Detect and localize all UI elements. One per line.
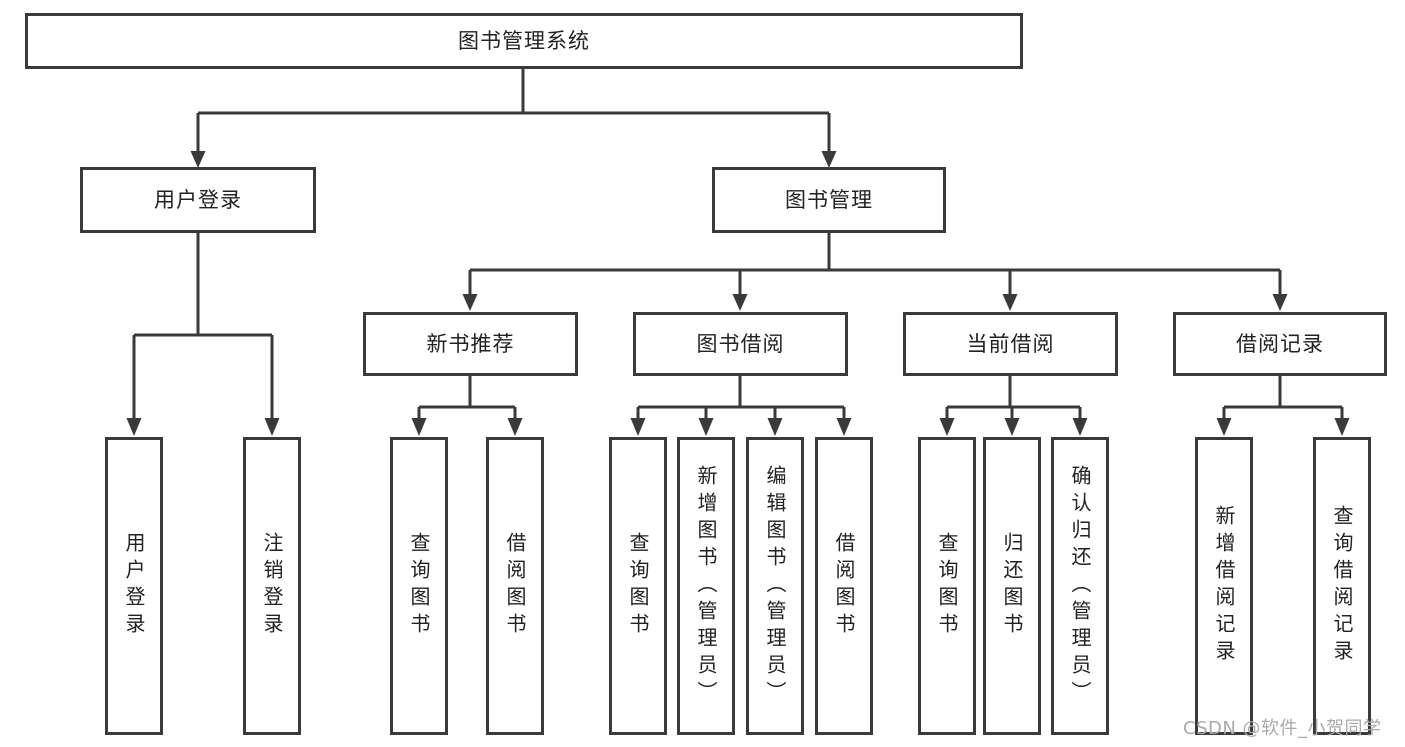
leaf-query-books-borrow: 查询图书 <box>609 437 667 735</box>
arrowhead <box>698 418 714 436</box>
arrowhead <box>939 418 955 436</box>
arrowhead-leaf-login <box>126 418 142 436</box>
leaf-query-borrow-record: 查询借阅记录 <box>1313 437 1371 735</box>
leaf-return-books: 归还图书 <box>983 437 1041 735</box>
arrowhead <box>836 418 852 436</box>
node-root-system: 图书管理系统 <box>25 13 1023 69</box>
node-borrow-records: 借阅记录 <box>1173 312 1387 376</box>
arrowhead <box>767 418 783 436</box>
csdn-watermark: CSDN @软件_小贺同学 <box>1183 718 1382 739</box>
arrowhead <box>1072 418 1088 436</box>
leaf-borrow-books: 借阅图书 <box>815 437 873 735</box>
node-current-borrow: 当前借阅 <box>903 312 1118 376</box>
arrowhead <box>630 418 646 436</box>
arrowhead <box>411 418 427 436</box>
arrowhead-book-mgmt <box>821 151 837 168</box>
wires-root-to-level2 <box>190 68 837 168</box>
arrowhead-book-borrow <box>732 294 748 311</box>
leaf-confirm-return-admin: 确认归还（管理员） <box>1051 437 1109 735</box>
wires-user-login-branch <box>126 233 280 436</box>
arrowhead <box>507 418 523 436</box>
arrowhead-leaf-logout <box>264 418 280 436</box>
wires-current-borrow-group <box>939 376 1088 436</box>
arrowhead-borrow-records <box>1272 294 1288 311</box>
node-book-borrow: 图书借阅 <box>633 312 848 376</box>
leaf-borrow-books-recommend: 借阅图书 <box>486 437 544 735</box>
node-user-login-branch: 用户登录 <box>80 167 316 233</box>
leaf-edit-books-admin: 编辑图书（管理员） <box>746 437 804 735</box>
leaf-query-books-current: 查询图书 <box>918 437 976 735</box>
wires-book-borrow-group <box>630 376 852 436</box>
node-new-book-recommend: 新书推荐 <box>363 312 578 376</box>
arrowhead-new-book <box>462 294 478 311</box>
leaf-add-books-admin: 新增图书（管理员） <box>677 437 735 735</box>
leaf-logout-login: 注销登录 <box>243 437 301 735</box>
node-book-management-branch: 图书管理 <box>712 167 946 233</box>
arrowhead <box>1216 418 1232 436</box>
leaf-query-books-recommend: 查询图书 <box>390 437 448 735</box>
arrowhead-user-login <box>190 151 206 168</box>
wires-book-mgmt-branch <box>462 233 1288 311</box>
arrowhead <box>1334 418 1350 436</box>
wires-new-book-group <box>411 376 523 436</box>
leaf-user-login: 用户登录 <box>105 437 163 735</box>
wires-borrow-records-group <box>1216 376 1350 436</box>
leaf-add-borrow-record: 新增借阅记录 <box>1195 437 1253 735</box>
arrowhead-current-borrow <box>1002 294 1018 311</box>
arrowhead <box>1004 418 1020 436</box>
